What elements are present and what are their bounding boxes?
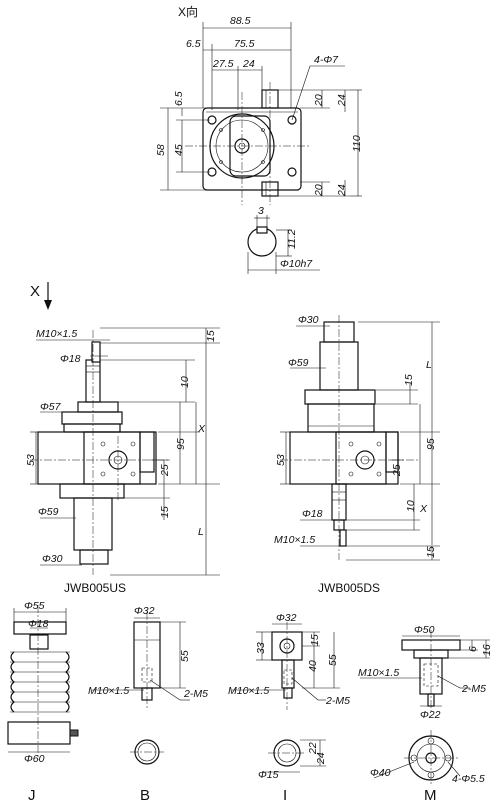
detail-m: Φ50 6 16 M10×1.5 2-M5 Φ22 Φ40 4-Φ5.5 M xyxy=(358,624,493,804)
detail-i-dim: M10×1.5 xyxy=(228,685,269,697)
detail-m-dim: M10×1.5 xyxy=(358,667,399,679)
detail-i: Φ32 15 33 40 55 M10×1.5 2-M5 22 Φ15 24 I xyxy=(228,612,350,804)
detail-i-label: I xyxy=(283,787,287,804)
right-view-dim: 25 xyxy=(391,464,403,477)
left-view-dim: Φ30 xyxy=(42,553,63,565)
top-view-dim: 110 xyxy=(351,135,363,152)
left-view-dim: 10 xyxy=(179,376,191,388)
detail-i-dim: 22 xyxy=(307,742,319,755)
model-label-ds: JWB005DS xyxy=(318,581,380,595)
right-view-dim: L xyxy=(426,359,432,371)
top-view-dim: 58 xyxy=(155,144,167,156)
left-view-dim: Φ18 xyxy=(60,353,81,365)
top-view-dim: 6.5 xyxy=(173,91,185,106)
left-view-dim: Φ57 xyxy=(40,401,62,413)
top-view-dim: X向 xyxy=(178,4,198,19)
x-arrow-label: X xyxy=(30,283,40,300)
shaft-key-dim: 11.2 xyxy=(286,229,298,249)
detail-m-dim: Φ50 xyxy=(414,624,435,636)
detail-j-dim: Φ55 xyxy=(24,600,45,612)
right-view-dim: X xyxy=(419,503,428,515)
left-view-dim: 15 xyxy=(159,506,171,518)
top-view-dim: 24 xyxy=(336,94,348,107)
right-view-dim: 10 xyxy=(405,500,417,512)
detail-m-dim: Φ40 xyxy=(370,767,391,779)
left-view-dim: 15 xyxy=(205,330,217,342)
detail-i-dim: 33 xyxy=(255,642,267,654)
right-view-dim: M10×1.5 xyxy=(274,534,315,546)
detail-b-dim: Φ32 xyxy=(134,605,155,617)
detail-j: Φ55 Φ18 Φ60 J xyxy=(7,600,79,804)
detail-i-dim: Φ32 xyxy=(276,612,297,624)
top-view-dim: 20 xyxy=(313,94,325,107)
right-view-dim: 15 xyxy=(425,546,437,558)
detail-i-dim: 24 xyxy=(315,752,327,765)
right-view-dim: Φ30 xyxy=(298,314,319,326)
top-view-dim: 88.5 xyxy=(230,15,251,27)
detail-m-label: M xyxy=(424,787,437,804)
shaft-key-dim: 3 xyxy=(258,205,264,217)
detail-m-dim: 2-M5 xyxy=(461,683,486,695)
detail-m-dim: Φ22 xyxy=(420,709,441,721)
detail-m-dim: 16 xyxy=(481,644,493,656)
right-view: Φ30 L Φ59 15 53 95 25 10 X Φ18 M10×1.5 1… xyxy=(274,314,440,561)
left-view: X xyxy=(25,282,220,576)
shaft-key-dim: Φ10h7 xyxy=(280,258,313,270)
detail-i-dim: 2-M5 xyxy=(325,695,350,707)
right-view-dim: 95 xyxy=(425,438,437,450)
top-view-dim: 20 xyxy=(313,184,325,197)
left-view-dim: Φ59 xyxy=(38,506,59,518)
detail-i-dim: 40 xyxy=(307,660,319,672)
detail-i-dim: 55 xyxy=(327,654,339,666)
detail-j-label: J xyxy=(28,787,36,804)
right-view-dim: 53 xyxy=(275,454,287,466)
top-view-dim: 24 xyxy=(336,184,348,197)
left-view-dim: 53 xyxy=(25,454,37,466)
top-view-dim: 45 xyxy=(173,144,185,156)
detail-j-dim: Φ60 xyxy=(24,753,45,765)
left-view-dim: 25 xyxy=(159,464,171,477)
top-view-dim: 27.5 xyxy=(212,58,234,70)
top-view-dim: 75.5 xyxy=(234,38,255,50)
right-view-dim: 15 xyxy=(403,374,415,386)
left-view-dim: M10×1.5 xyxy=(36,328,77,340)
top-view-dim: 4-Φ7 xyxy=(314,54,339,66)
left-view-dim: X xyxy=(197,423,206,435)
top-view: X向 88.5 75.5 6.5 27.5 24 4-Φ7 6.5 58 45 … xyxy=(155,4,363,205)
shaft-key-detail: 3 11.2 Φ10h7 xyxy=(247,205,320,274)
detail-b-dim: 55 xyxy=(179,650,191,662)
model-label-us: JWB005US xyxy=(64,581,126,595)
top-view-dim: 6.5 xyxy=(186,38,201,50)
detail-b-dim: M10×1.5 xyxy=(88,685,129,697)
right-view-dim: Φ59 xyxy=(288,357,309,369)
detail-m-dim: 6 xyxy=(467,646,479,652)
detail-j-dim: Φ18 xyxy=(28,618,49,630)
detail-b-label: B xyxy=(140,787,150,804)
left-view-dim: L xyxy=(198,526,204,538)
right-view-dim: Φ18 xyxy=(302,508,323,520)
detail-b: Φ32 55 M10×1.5 2-M5 B xyxy=(88,605,208,804)
top-view-dim: 24 xyxy=(242,58,255,70)
left-view-dim: 95 xyxy=(175,438,187,450)
detail-i-dim: 15 xyxy=(309,634,321,646)
detail-b-dim: 2-M5 xyxy=(183,688,208,700)
detail-m-dim: 4-Φ5.5 xyxy=(452,773,485,785)
detail-i-dim: Φ15 xyxy=(258,769,279,781)
